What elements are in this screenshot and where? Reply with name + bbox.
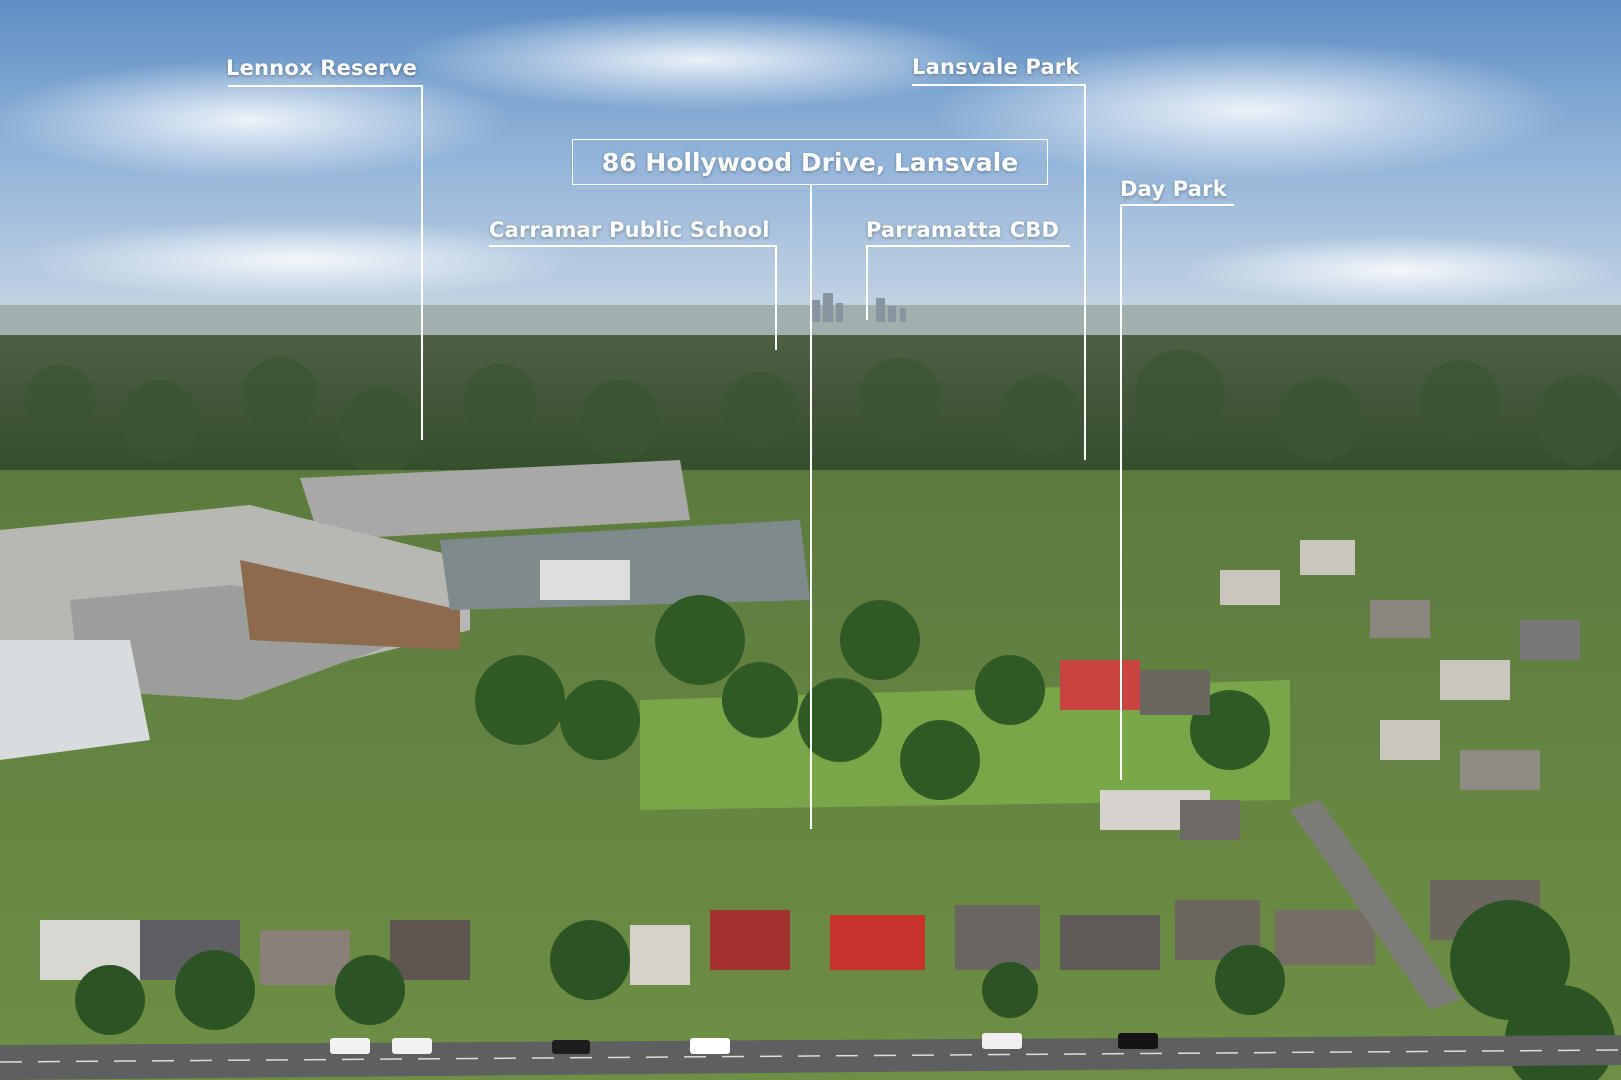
leader-day-park: [1120, 204, 1122, 780]
leader-lansvale-park: [1084, 84, 1086, 460]
cloud: [0, 60, 510, 180]
cars: [330, 1033, 1158, 1054]
houses: [1060, 540, 1580, 840]
label-parramatta-cbd: Parramatta CBD: [866, 218, 1060, 242]
park-trees: [475, 595, 1270, 800]
leader-lennox-reserve: [421, 85, 423, 440]
underline-lansvale-park: [912, 84, 1086, 86]
label-lennox-reserve: Lennox Reserve: [226, 56, 418, 80]
label-lansvale-park: Lansvale Park: [912, 55, 1080, 79]
label-day-park: Day Park: [1120, 177, 1227, 201]
label-carramar-public-school: Carramar Public School: [489, 218, 770, 242]
leader-carramar-public-school: [775, 245, 777, 350]
leader-property: [810, 184, 812, 829]
cloud: [400, 10, 1000, 110]
road-marking: [0, 1049, 1621, 1063]
industrial-area: [0, 460, 810, 760]
underline-lennox-reserve: [228, 85, 423, 87]
city-skyline: [812, 293, 906, 322]
property-address: 86 Hollywood Drive, Lansvale: [601, 147, 1019, 177]
cloud: [930, 40, 1570, 180]
forest-texture: [25, 350, 1621, 472]
leader-parramatta-cbd: [866, 245, 868, 320]
cloud: [1180, 235, 1620, 305]
underline-parramatta-cbd: [866, 245, 1070, 247]
underline-day-park: [1120, 204, 1234, 206]
cloud: [20, 220, 580, 300]
side-street: [1290, 800, 1460, 1010]
underline-carramar-public-school: [489, 245, 777, 247]
foreground-trees: [75, 900, 1615, 1080]
title-box: 86 Hollywood Drive, Lansvale: [572, 139, 1048, 185]
